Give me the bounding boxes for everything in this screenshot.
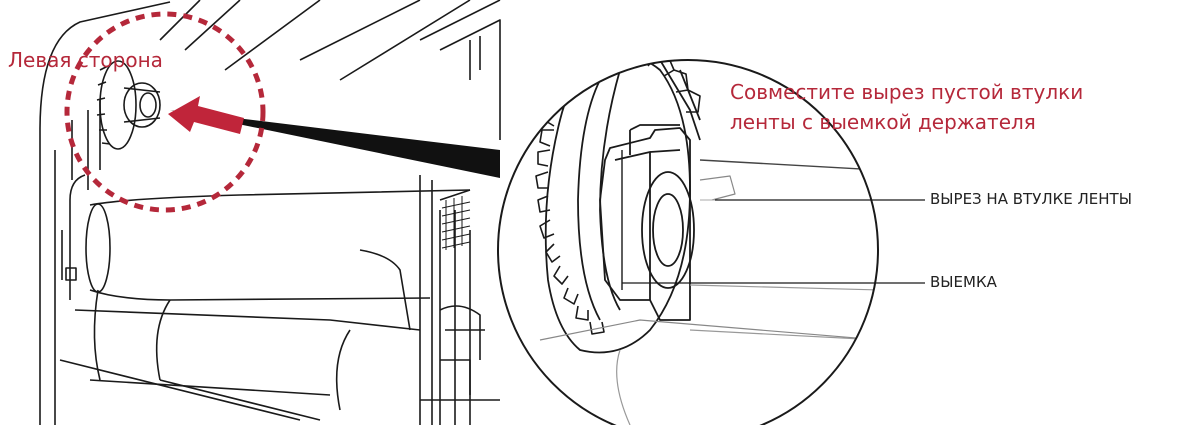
instruction-line-1: Совместите вырез пустой втулки	[730, 80, 1084, 104]
arrow-left-icon	[168, 96, 244, 134]
printer-body	[39, 0, 501, 425]
left-side-label: Левая сторона	[8, 48, 163, 72]
zoom-circle	[498, 60, 878, 429]
left-hub-gear	[96, 60, 161, 150]
holder-notch-label: ВЫЕМКА	[930, 273, 997, 291]
core-notch-label: ВЫРЕЗ НА ВТУЛКЕ ЛЕНТЫ	[930, 190, 1132, 208]
dashed-circle-icon	[64, 11, 266, 213]
zoom-circle-outline	[497, 59, 879, 429]
instruction-line-2: ленты с выемкой держателя	[730, 110, 1036, 134]
zoom-pointer	[170, 110, 500, 178]
